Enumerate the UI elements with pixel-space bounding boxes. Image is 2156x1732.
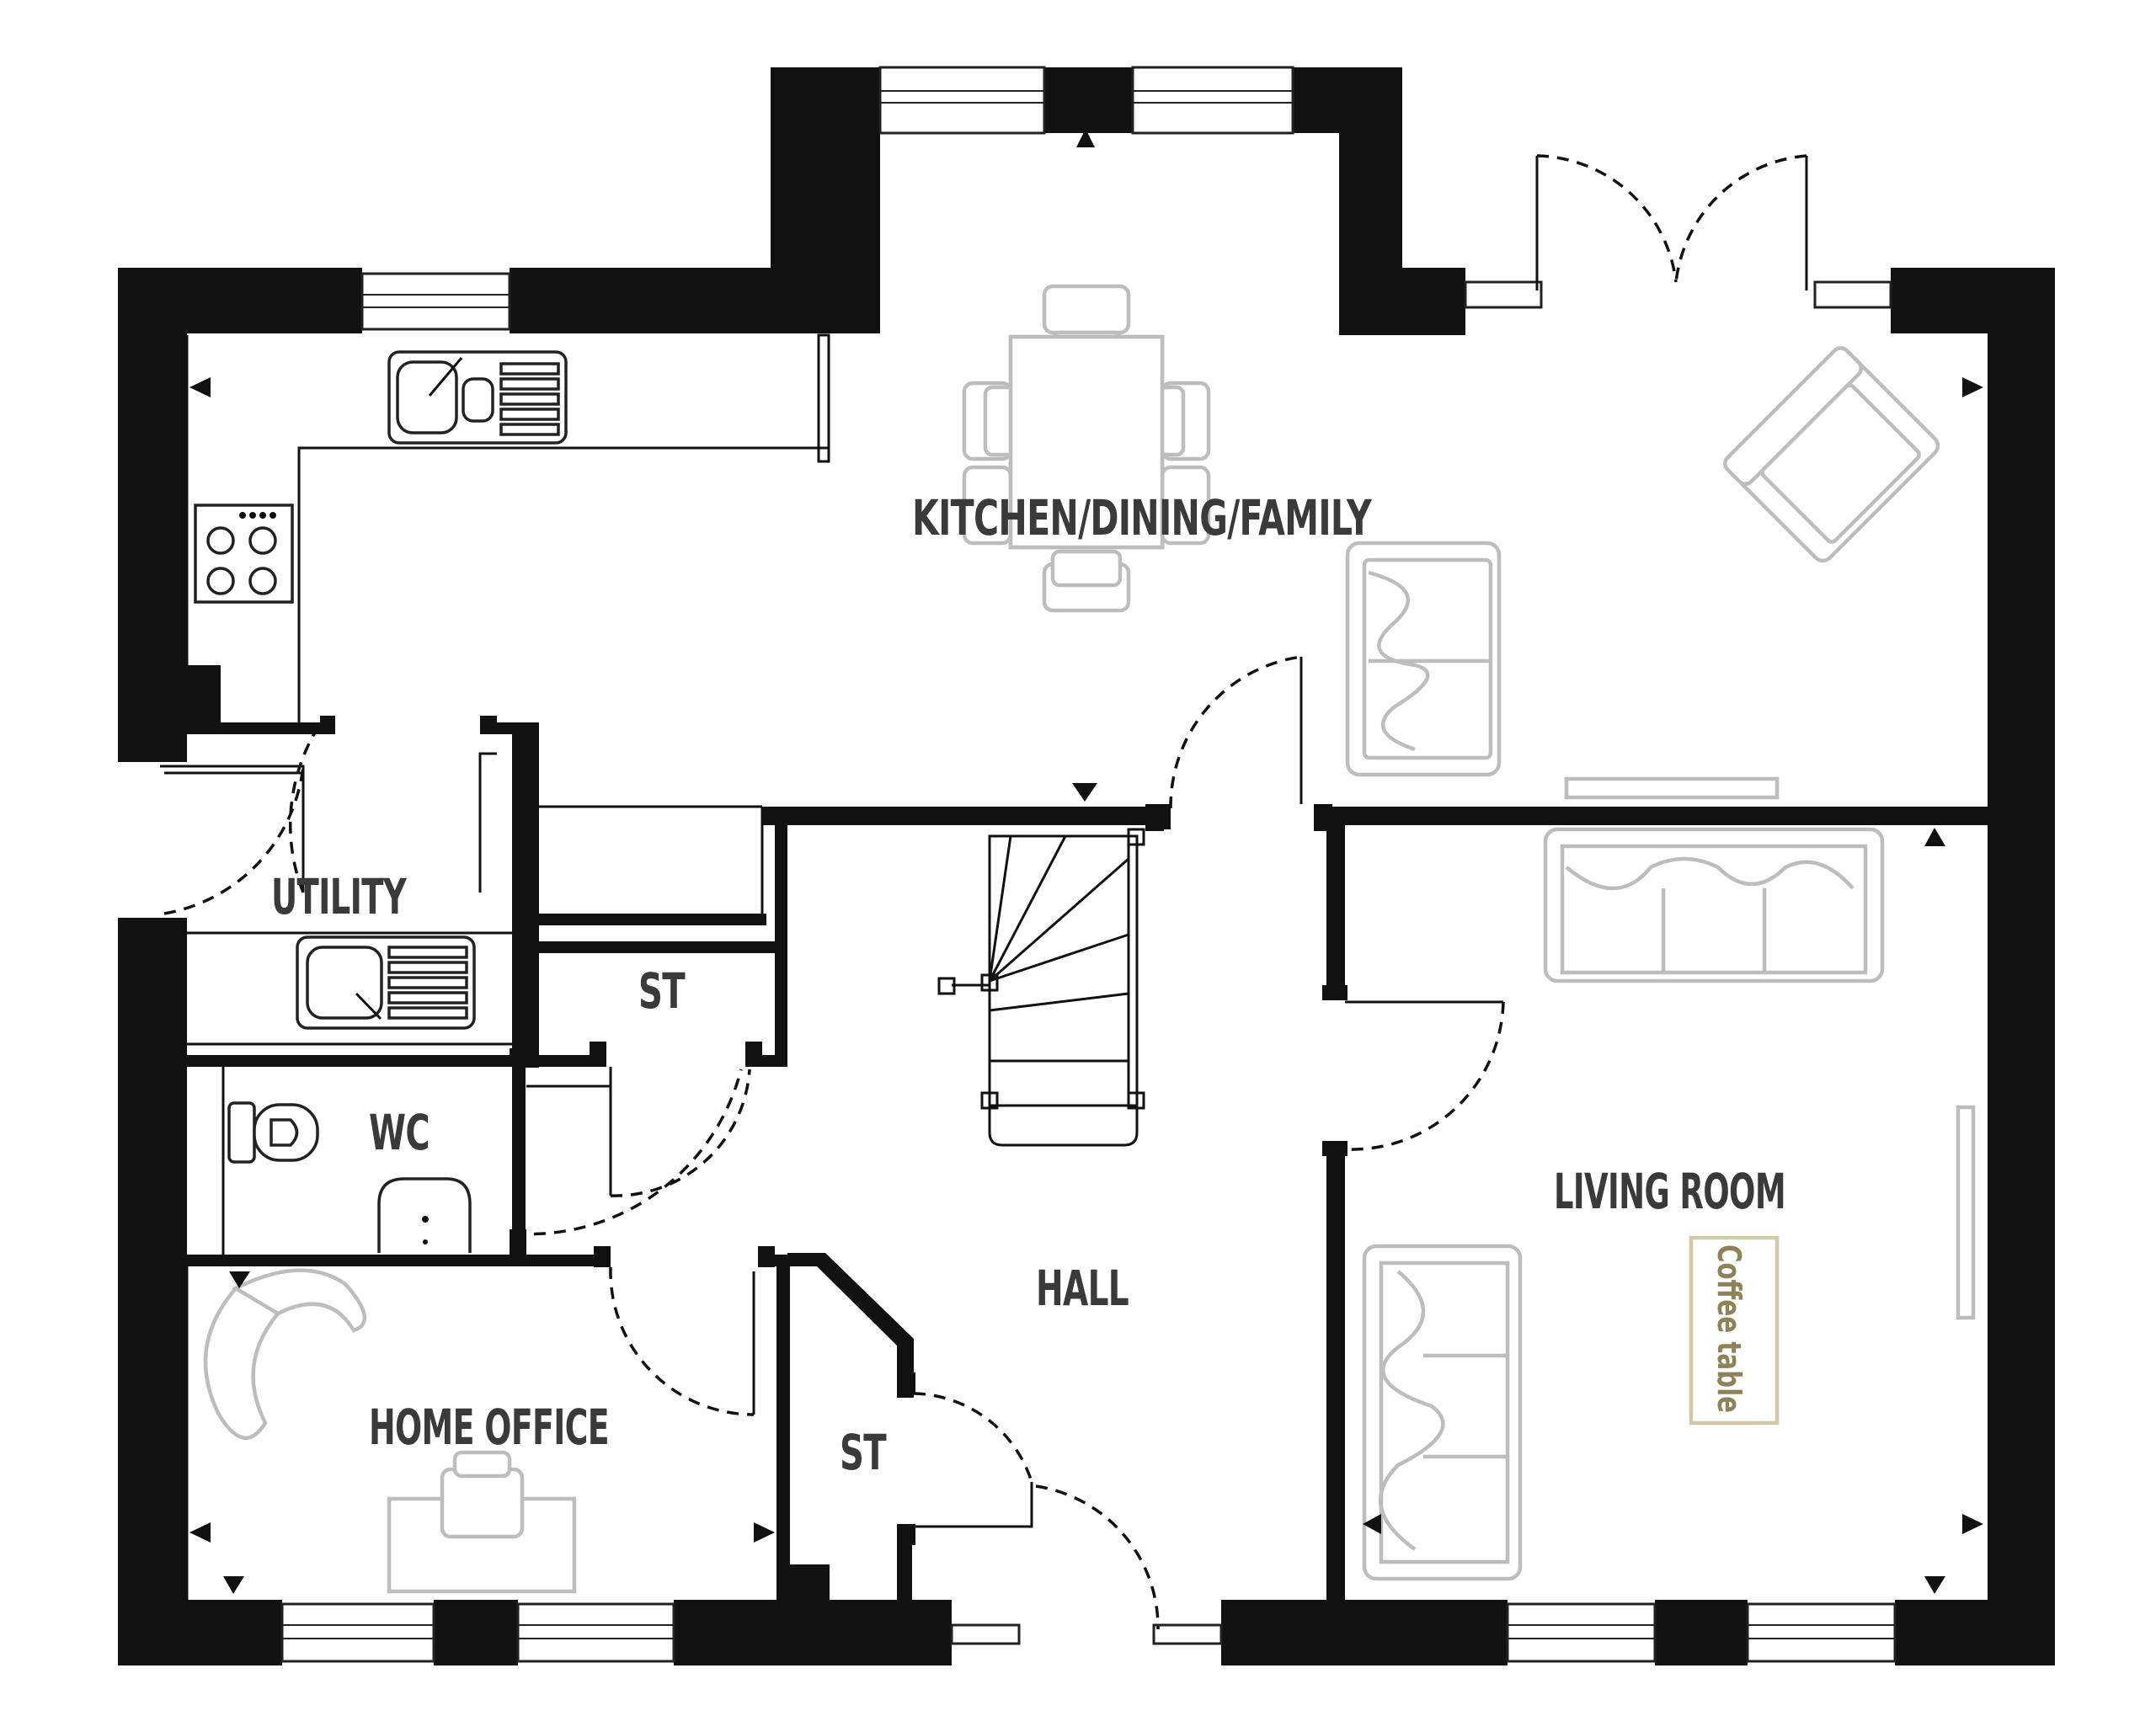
- tv-living: [1956, 1105, 1976, 1320]
- external-walls: [118, 67, 2055, 1665]
- toilet: [227, 1101, 319, 1164]
- wc-basin: [377, 1177, 472, 1253]
- office-armchair: [203, 1268, 367, 1440]
- coffee-table: [1689, 1235, 1780, 1426]
- utility-door-swing: [289, 723, 322, 893]
- dining-table: [962, 284, 1211, 613]
- counters: [160, 156, 1808, 1600]
- internal-walls: [187, 665, 1988, 1604]
- markers: [189, 129, 1983, 1594]
- window-bay-right: [1131, 66, 1294, 135]
- room-label-home-office: HOME OFFICE: [369, 1399, 609, 1456]
- office-desk: [387, 1450, 577, 1594]
- marker-left-living: [1363, 1514, 1381, 1534]
- furniture: [203, 284, 1976, 1594]
- front-door-swing: [1035, 1484, 1160, 1630]
- french-door-right-swing: [1674, 154, 1807, 283]
- marker-up-bay: [1076, 129, 1095, 147]
- sofa-living-side: [1362, 1244, 1523, 1581]
- side-door-swing: [163, 765, 305, 915]
- room-label-store-lower: ST: [840, 1424, 887, 1481]
- fixtures: [194, 350, 568, 1253]
- window-office-right: [516, 1602, 675, 1663]
- marker-right-living: [1962, 1514, 1983, 1534]
- front-door-frame: [950, 1623, 1223, 1645]
- room-label-living-room: LIVING ROOM: [1554, 1163, 1785, 1220]
- room-label-utility: UTILITY: [271, 868, 407, 925]
- office-door-swing: [609, 1266, 755, 1416]
- marker-down-living: [1924, 1576, 1945, 1594]
- stairs: [937, 828, 1145, 1147]
- marker-down-hall: [1072, 783, 1097, 802]
- window-living-right: [1746, 1602, 1897, 1663]
- marker-left-office: [189, 1522, 211, 1543]
- utility-sink: [296, 935, 476, 1030]
- marker-right-office: [754, 1522, 775, 1543]
- room-label-store-upper: ST: [638, 962, 686, 1020]
- room-label-wc: WC: [369, 1104, 430, 1161]
- marker-right-kitchen: [1962, 377, 1983, 397]
- sofa-living-top: [1543, 827, 1885, 983]
- coffee-table-label: Coffee table: [1710, 1244, 1748, 1413]
- room-label-kitchen-dining-family: KITCHEN/DINING/FAMILY: [912, 489, 1372, 546]
- marker-down-office-left: [223, 1576, 244, 1594]
- st2-door-swing: [913, 1392, 1033, 1483]
- door-swings: [163, 154, 1807, 1630]
- window-living-left: [1506, 1602, 1657, 1663]
- window-kitchen-left: [360, 272, 511, 331]
- hall-kitchen-door-swing: [1169, 655, 1302, 809]
- hob: [194, 504, 294, 604]
- tv-unit: [1564, 776, 1780, 800]
- room-labels: KITCHEN/DINING/FAMILY UTILITY ST WC HALL…: [271, 489, 1786, 1481]
- marker-up-living: [1924, 828, 1945, 846]
- marker-office-top: [229, 1271, 250, 1288]
- french-door-left-swing: [1536, 154, 1678, 283]
- window-office-left: [280, 1602, 435, 1663]
- window-bay-left: [878, 66, 1046, 135]
- marker-left-kitchen: [189, 377, 211, 397]
- sofa-kitchen: [1345, 541, 1502, 777]
- room-label-hall: HALL: [1036, 1260, 1129, 1317]
- armchair-kitchen: [1723, 346, 1940, 563]
- kitchen-sink: [387, 350, 568, 445]
- wc-door-swing: [610, 1069, 751, 1197]
- french-doors-frame: [1464, 280, 1892, 309]
- st-door-swing: [513, 1069, 743, 1236]
- living-door-swing: [1347, 1001, 1505, 1151]
